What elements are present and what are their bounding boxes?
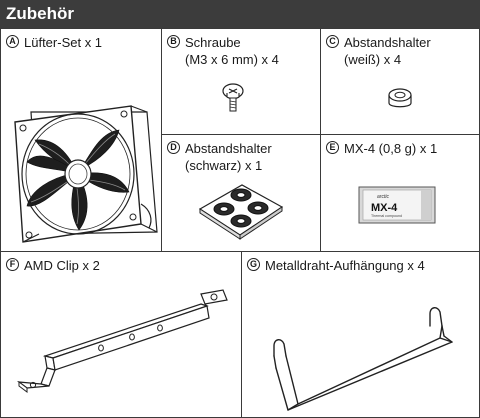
item-label-line: (weiß) x 4: [344, 52, 402, 67]
item-letter-badge: B: [167, 35, 180, 48]
item-label-line: (schwarz) x 1: [185, 158, 263, 173]
item-label-line: (M3 x 6 mm) x 4: [185, 52, 279, 67]
item-letter-badge: C: [326, 35, 339, 48]
screw-icon: [222, 83, 244, 112]
thermal-paste-pack-icon: arctic MX-4 Thermal compound: [358, 186, 436, 224]
mx4-subtitle: Thermal compound: [371, 214, 402, 218]
item-label-line: Schraube: [185, 35, 241, 50]
mx4-brand: arctic: [377, 194, 389, 200]
white-spacer-icon: [388, 88, 412, 108]
item-label: D Abstandshalter (schwarz) x 1: [167, 140, 272, 174]
item-letter-badge: A: [6, 35, 19, 48]
item-letter-badge: G: [247, 258, 260, 271]
item-label: E MX-4 (0,8 g) x 1: [326, 140, 437, 157]
item-label-line: Abstandshalter: [344, 35, 431, 50]
item-spacer-white: C Abstandshalter (weiß) x 4: [320, 28, 480, 135]
item-fan-set: A Lüfter-Set x 1: [0, 28, 162, 252]
item-label-line: Abstandshalter: [185, 141, 272, 156]
item-amd-clip: F AMD Clip x 2: [0, 251, 242, 418]
item-label: G Metalldraht-Aufhängung x 4: [247, 257, 425, 274]
item-label-line: MX-4 (0,8 g) x 1: [344, 141, 438, 156]
item-letter-badge: E: [326, 141, 339, 154]
item-mx4: E MX-4 (0,8 g) x 1 arctic MX-4 Thermal c…: [320, 134, 480, 252]
page-title: Zubehör: [0, 0, 480, 28]
item-letter-badge: D: [167, 141, 180, 154]
mx4-product: MX-4: [371, 202, 398, 214]
item-screw: B Schraube (M3 x 6 mm) x 4: [161, 28, 321, 135]
item-spacer-black: D Abstandshalter (schwarz) x 1: [161, 134, 321, 252]
item-letter-badge: F: [6, 258, 19, 271]
item-label-line: Lüfter-Set x 1: [24, 35, 103, 50]
wire-hanger-icon: [273, 307, 453, 411]
fan-icon: [14, 105, 158, 243]
item-label-line: AMD Clip x 2: [24, 258, 100, 273]
item-label: C Abstandshalter (weiß) x 4: [326, 34, 431, 68]
item-label: F AMD Clip x 2: [6, 257, 100, 274]
item-label: A Lüfter-Set x 1: [6, 34, 102, 51]
item-wire-hanger: G Metalldraht-Aufhängung x 4: [241, 251, 480, 418]
item-label: B Schraube (M3 x 6 mm) x 4: [167, 34, 279, 68]
black-spacer-sheet-icon: [198, 184, 284, 240]
item-label-line: Metalldraht-Aufhängung x 4: [265, 258, 425, 273]
amd-clip-icon: [16, 289, 228, 393]
